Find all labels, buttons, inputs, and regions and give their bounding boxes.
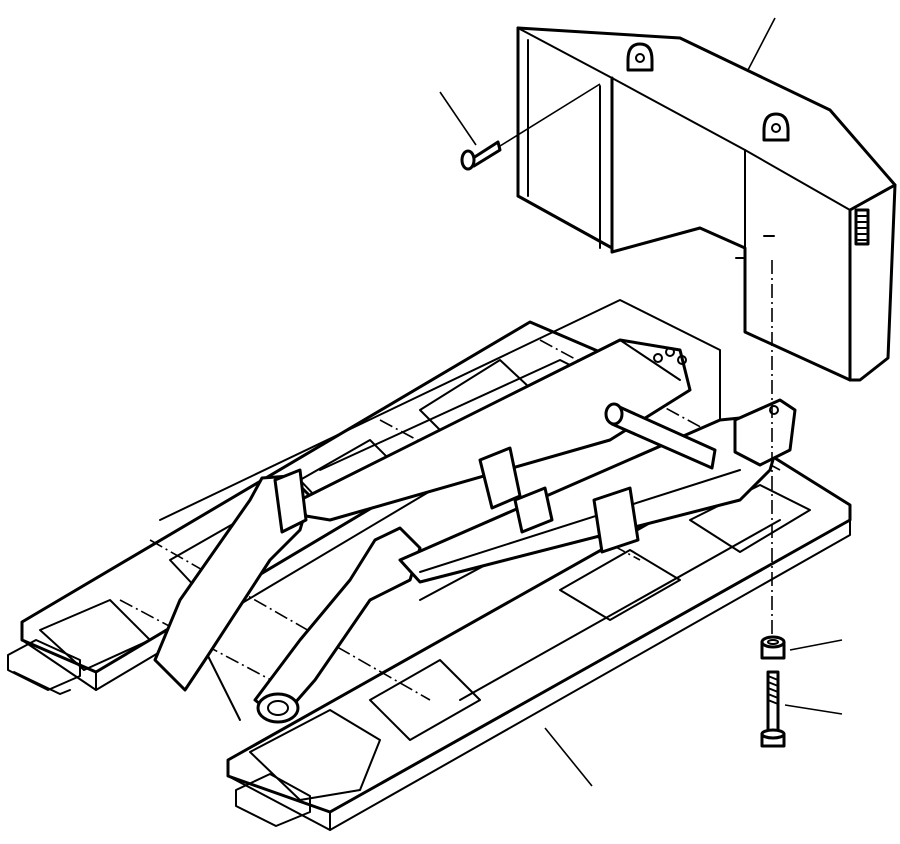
screw-cap — [460, 83, 601, 171]
right-lift-arm — [253, 526, 422, 722]
left-boom-beam — [298, 338, 692, 522]
leader-nut — [789, 639, 843, 651]
bolt — [760, 670, 786, 748]
leader-bolt — [784, 704, 843, 715]
leader-counterweight — [747, 17, 776, 71]
lift-arm-assembly — [153, 338, 797, 724]
callout-leaders — [439, 17, 843, 787]
leader-main-frame — [544, 727, 593, 787]
counterweight — [516, 26, 897, 382]
nut — [760, 260, 786, 660]
leader-screw-cap — [439, 91, 477, 146]
rear-hitch-bracket — [733, 398, 797, 467]
lifting-eye-left — [626, 42, 654, 72]
lifting-eye-right — [762, 112, 790, 142]
